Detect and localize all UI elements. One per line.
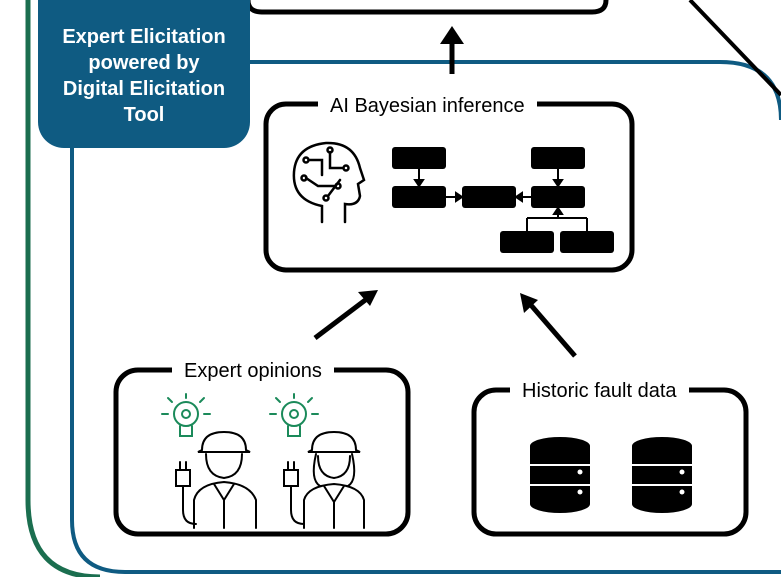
up-arrow: [440, 26, 464, 74]
badge-line: Digital Elicitation: [62, 78, 226, 100]
arrow-data-to-ai: [520, 293, 577, 358]
engineer-idea-icon: [269, 393, 365, 529]
brain-ai-icon: [292, 141, 366, 224]
arrow-experts-to-ai: [313, 290, 378, 340]
badge-line: Expert Elicitation: [62, 26, 226, 48]
connector-line: [688, 0, 781, 97]
historic-fault-data-title: Historic fault data: [510, 380, 689, 403]
engineer-idea-icon: [161, 393, 257, 529]
badge-line: powered by: [88, 52, 200, 74]
outer-frame: [25, 0, 101, 577]
expert-opinions-title: Expert opinions: [172, 360, 334, 383]
ai-inference-title: AI Bayesian inference: [318, 95, 537, 118]
badge-line: Tool: [123, 104, 165, 126]
expert-elicitation-badge: Expert Elicitation powered by Digital El…: [38, 0, 250, 148]
database-icon: [530, 437, 590, 513]
bayesian-network-icon: [392, 147, 614, 253]
top-output-box: [245, 0, 609, 15]
database-icon: [632, 437, 692, 513]
historic-fault-data-box: [471, 387, 749, 537]
